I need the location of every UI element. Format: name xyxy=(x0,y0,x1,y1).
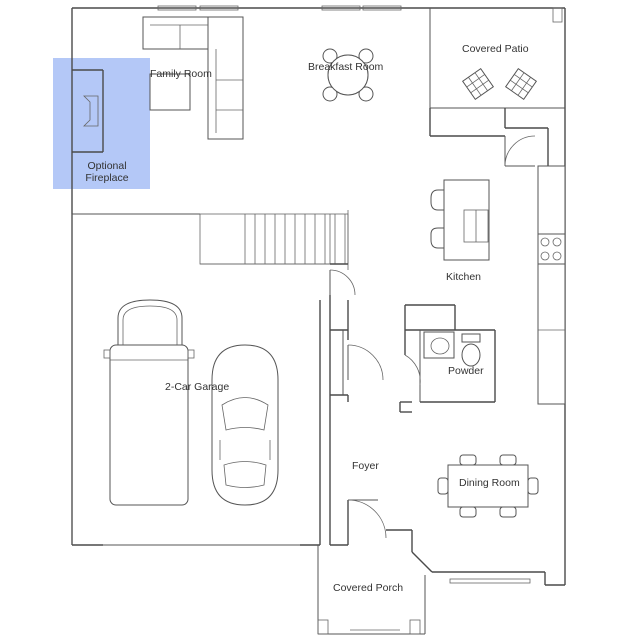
label-family-room: Family Room xyxy=(150,68,212,80)
dining-window xyxy=(449,578,531,584)
patio-chairs xyxy=(461,67,538,101)
label-dining-room: Dining Room xyxy=(459,477,520,489)
powder-door[interactable] xyxy=(404,354,421,386)
front-door[interactable] xyxy=(330,499,412,546)
label-optional-fireplace-2: Fireplace xyxy=(85,172,128,184)
hall-closet xyxy=(330,300,384,402)
car xyxy=(211,344,279,506)
powder-room-walls xyxy=(399,304,496,413)
label-powder: Powder xyxy=(448,365,484,377)
van xyxy=(103,299,195,506)
garage-walls xyxy=(71,214,331,545)
fireplace xyxy=(72,69,200,215)
kitchen-counter xyxy=(537,165,566,405)
label-breakfast-room: Breakfast Room xyxy=(308,61,384,73)
dining-table xyxy=(437,454,539,518)
top-windows xyxy=(157,5,563,23)
kitchen-island xyxy=(430,179,490,261)
breakfast-table xyxy=(322,48,374,102)
garage-door-swing[interactable] xyxy=(329,269,356,296)
sectional-sofa xyxy=(142,16,244,140)
label-garage: 2-Car Garage xyxy=(165,381,229,393)
cooktop xyxy=(537,233,566,265)
label-optional-fireplace-1: Optional xyxy=(87,160,126,172)
label-foyer: Foyer xyxy=(352,460,379,472)
label-kitchen: Kitchen xyxy=(446,271,481,283)
stairs xyxy=(199,210,349,270)
covered-patio-walls xyxy=(429,8,565,166)
patio-door[interactable] xyxy=(504,135,536,167)
covered-porch xyxy=(317,545,426,635)
label-covered-porch: Covered Porch xyxy=(333,582,403,594)
optional-fireplace-highlight[interactable] xyxy=(53,58,150,189)
toilet xyxy=(461,333,481,367)
label-covered-patio: Covered Patio xyxy=(462,43,529,55)
powder-sink xyxy=(423,331,455,359)
